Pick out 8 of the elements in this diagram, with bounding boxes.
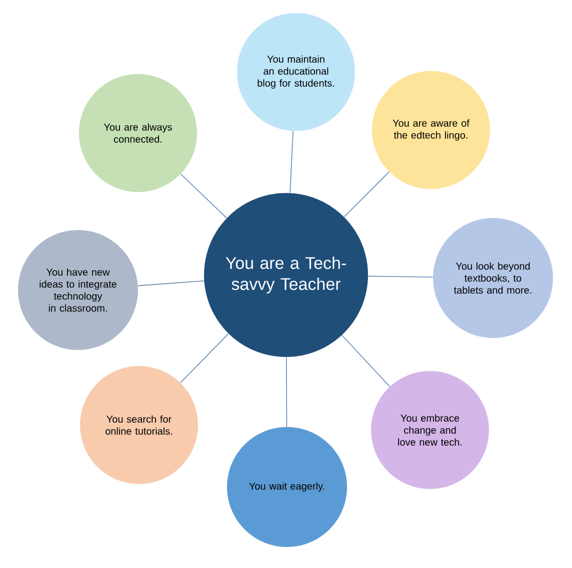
connector-line — [138, 280, 204, 286]
connector-line — [286, 356, 288, 428]
connector-line — [180, 333, 229, 384]
connector-line — [344, 171, 390, 218]
connector-line — [368, 276, 434, 278]
connector-line — [342, 334, 390, 388]
connector-line — [180, 174, 228, 218]
connector-line — [290, 130, 294, 194]
